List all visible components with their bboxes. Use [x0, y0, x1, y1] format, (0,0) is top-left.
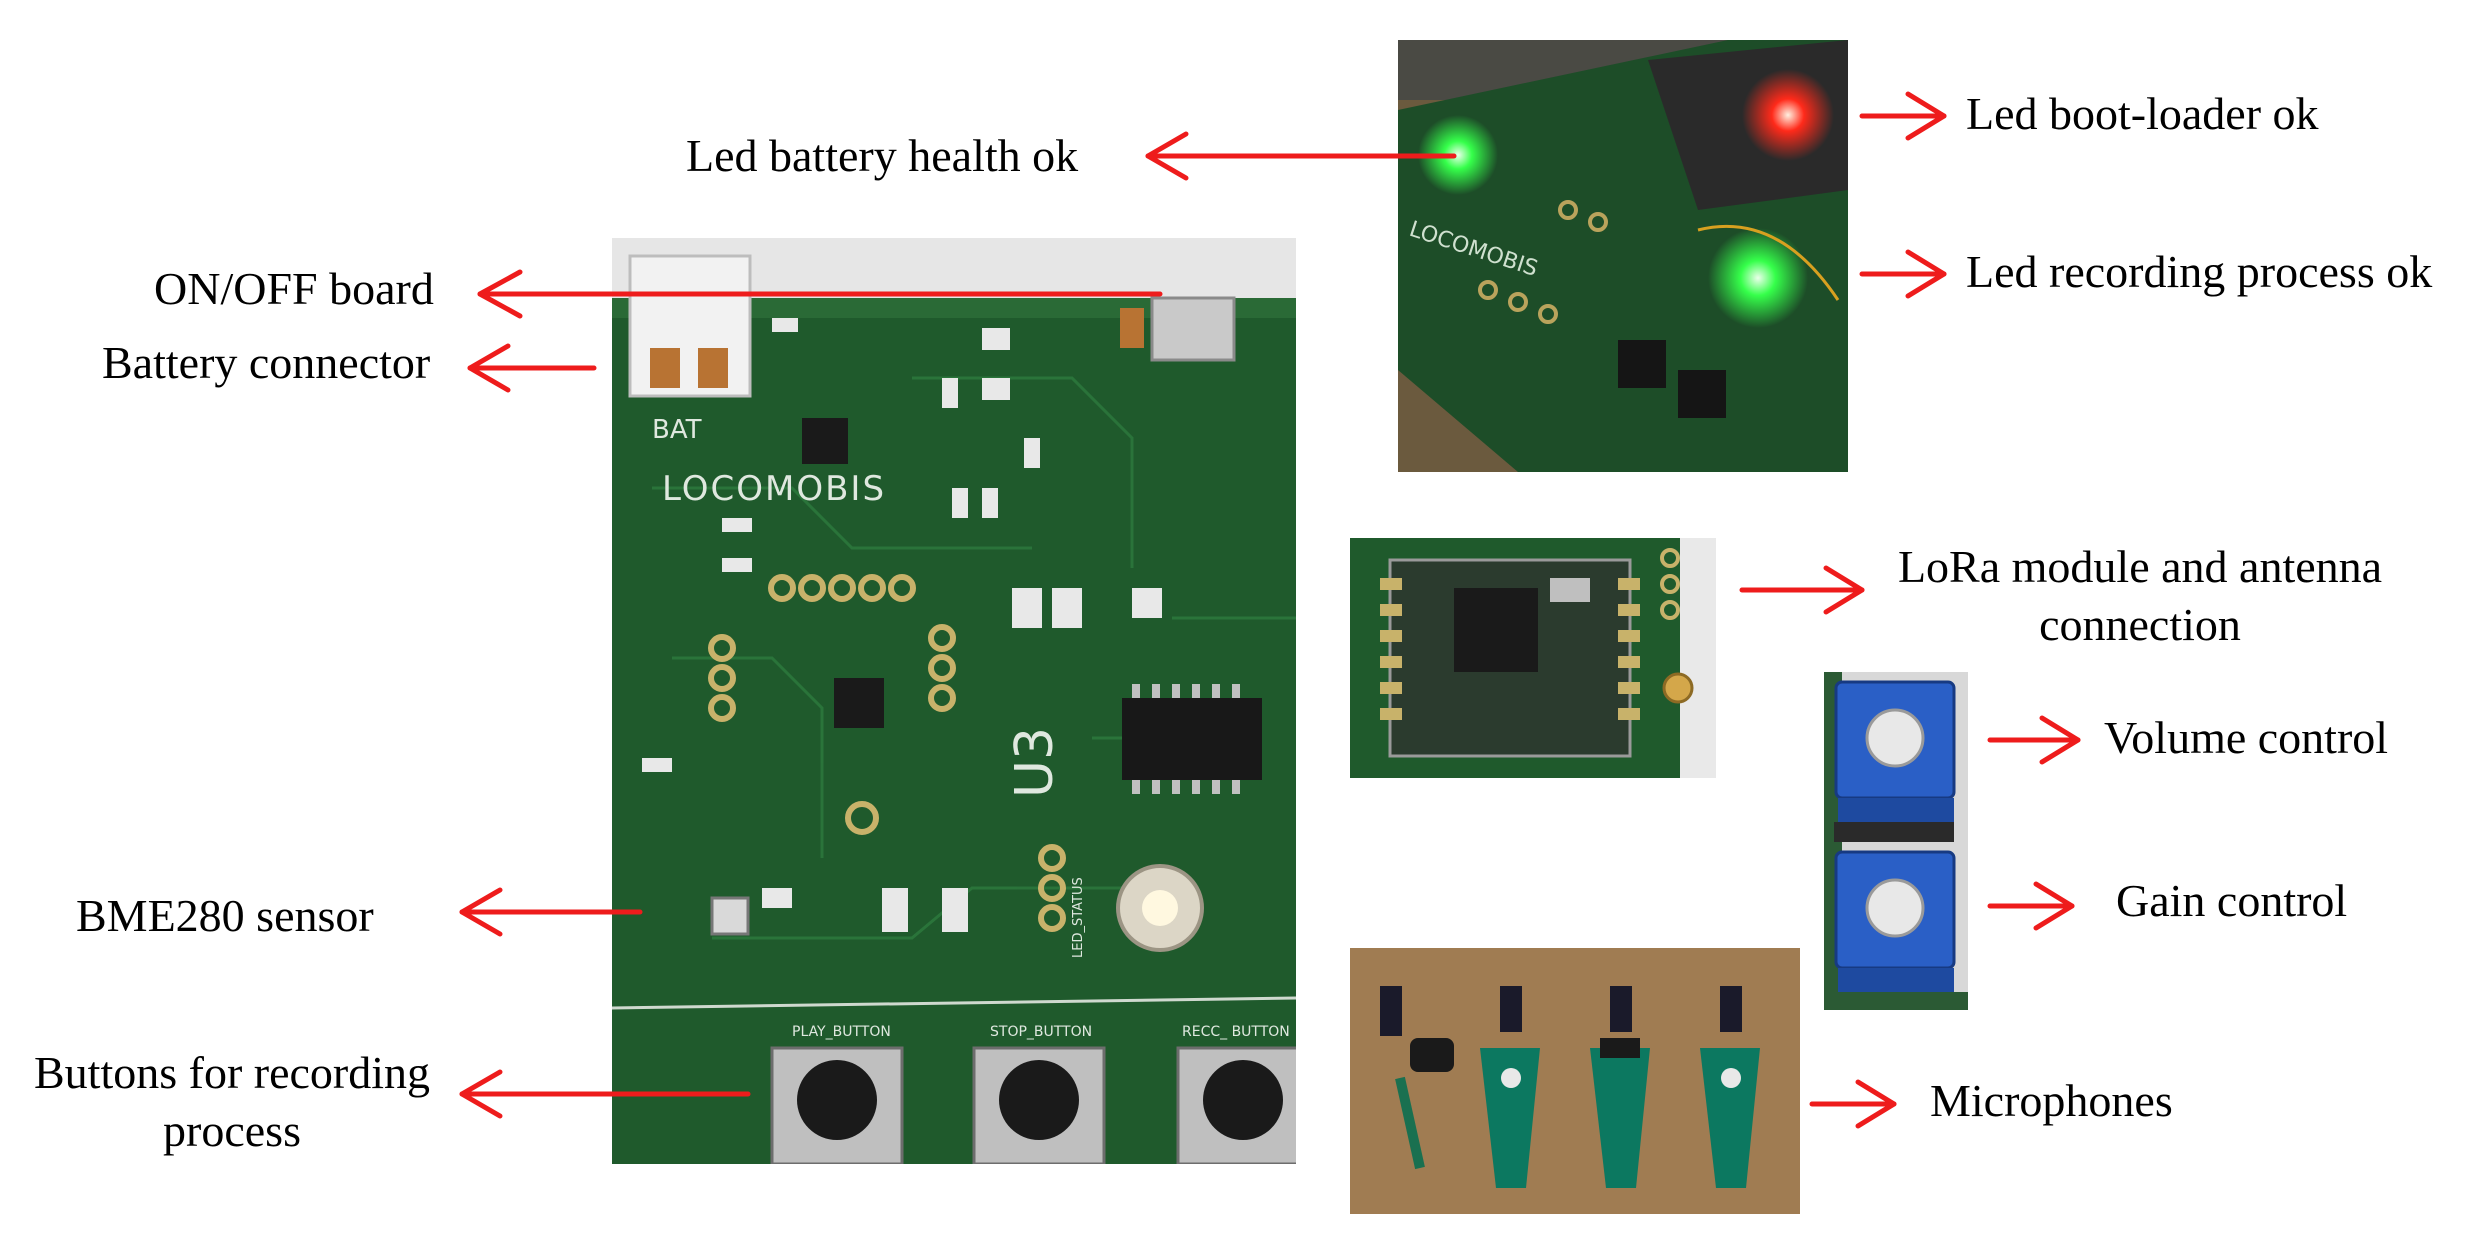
label-lora-line2: connection: [2039, 599, 2241, 650]
lora-drawing: [1350, 538, 1716, 778]
label-buttons-line2: process: [163, 1105, 301, 1156]
bme280-part: [710, 896, 750, 936]
leds-photo: LOCOMOBIS: [1398, 40, 1848, 472]
arrow-gain: [1987, 881, 2075, 931]
arrow-buttons: [459, 1069, 751, 1119]
gain-pot-part: [1834, 850, 1956, 992]
arrow-bme280: [459, 887, 643, 937]
arrow-recording-ok: [1859, 249, 1947, 299]
potentiometers-photo: [1824, 672, 1968, 1010]
microphone-part-1: [1380, 986, 1454, 1170]
rec-silkscreen: RECC_ BUTTON: [1182, 1024, 1290, 1040]
microphones-drawing: [1350, 948, 1800, 1214]
main-board-photo: BAT LOCOMOBIS U3: [612, 238, 1296, 1164]
led-status-silkscreen: LED_STATUS: [1071, 877, 1086, 958]
arrow-microphones: [1809, 1079, 1897, 1129]
microphones-photo: [1350, 948, 1800, 1214]
arrow-lora: [1739, 565, 1865, 615]
arrow-on-off: [477, 269, 1163, 319]
locomobis-silkscreen: LOCOMOBIS: [662, 469, 886, 509]
mcu-chip: [834, 678, 884, 728]
play-silkscreen: PLAY_BUTTON: [792, 1024, 891, 1040]
u3-silkscreen: U3: [1005, 727, 1065, 798]
leds-drawing: LOCOMOBIS: [1398, 40, 1848, 472]
label-battery-connector: Battery connector: [102, 337, 431, 388]
recording-buttons-part: PLAY_BUTTON STOP_BUTTON RECC_ BUTTON: [770, 1024, 1296, 1164]
potentiometers-drawing: [1824, 672, 1968, 1010]
label-buttons-line1: Buttons for recording: [33, 1047, 431, 1098]
arrow-battery-connector: [467, 343, 597, 393]
label-lora-line1: LoRa module and antenna: [1897, 541, 2383, 592]
stop-silkscreen: STOP_BUTTON: [990, 1024, 1092, 1040]
label-battery-health: Led battery health ok: [686, 130, 1079, 181]
recording-led-glow: [1708, 228, 1808, 328]
battery-led-glow: [1418, 115, 1498, 195]
bat-silkscreen: BAT: [652, 415, 702, 445]
arrow-battery-health: [1145, 131, 1457, 181]
bootloader-led-glow: [1742, 69, 1834, 161]
main-board-drawing: BAT LOCOMOBIS U3: [612, 238, 1296, 1164]
label-lora: LoRa module and antenna connection: [1870, 538, 2410, 654]
label-bootloader: Led boot-loader ok: [1966, 88, 2319, 139]
lora-photo: [1350, 538, 1716, 778]
label-gain: Gain control: [2116, 875, 2348, 926]
label-on-off: ON/OFF board: [154, 263, 434, 314]
microphone-part-2: [1480, 986, 1540, 1188]
ic-chip: [1122, 698, 1262, 780]
label-bme280: BME280 sensor: [76, 890, 374, 941]
microphone-part-3: [1590, 986, 1650, 1188]
label-volume: Volume control: [2104, 712, 2389, 763]
label-microphones: Microphones: [1930, 1075, 2173, 1126]
on-off-switch-part: [1150, 296, 1236, 362]
arrow-volume: [1987, 715, 2081, 765]
volume-pot-part: [1834, 680, 1956, 822]
label-buttons: Buttons for recording process: [10, 1044, 454, 1160]
label-recording-ok: Led recording process ok: [1966, 246, 2433, 297]
antenna-connector-part: [1662, 672, 1694, 704]
microphone-part-4: [1700, 986, 1760, 1188]
arrow-bootloader: [1859, 91, 1947, 141]
